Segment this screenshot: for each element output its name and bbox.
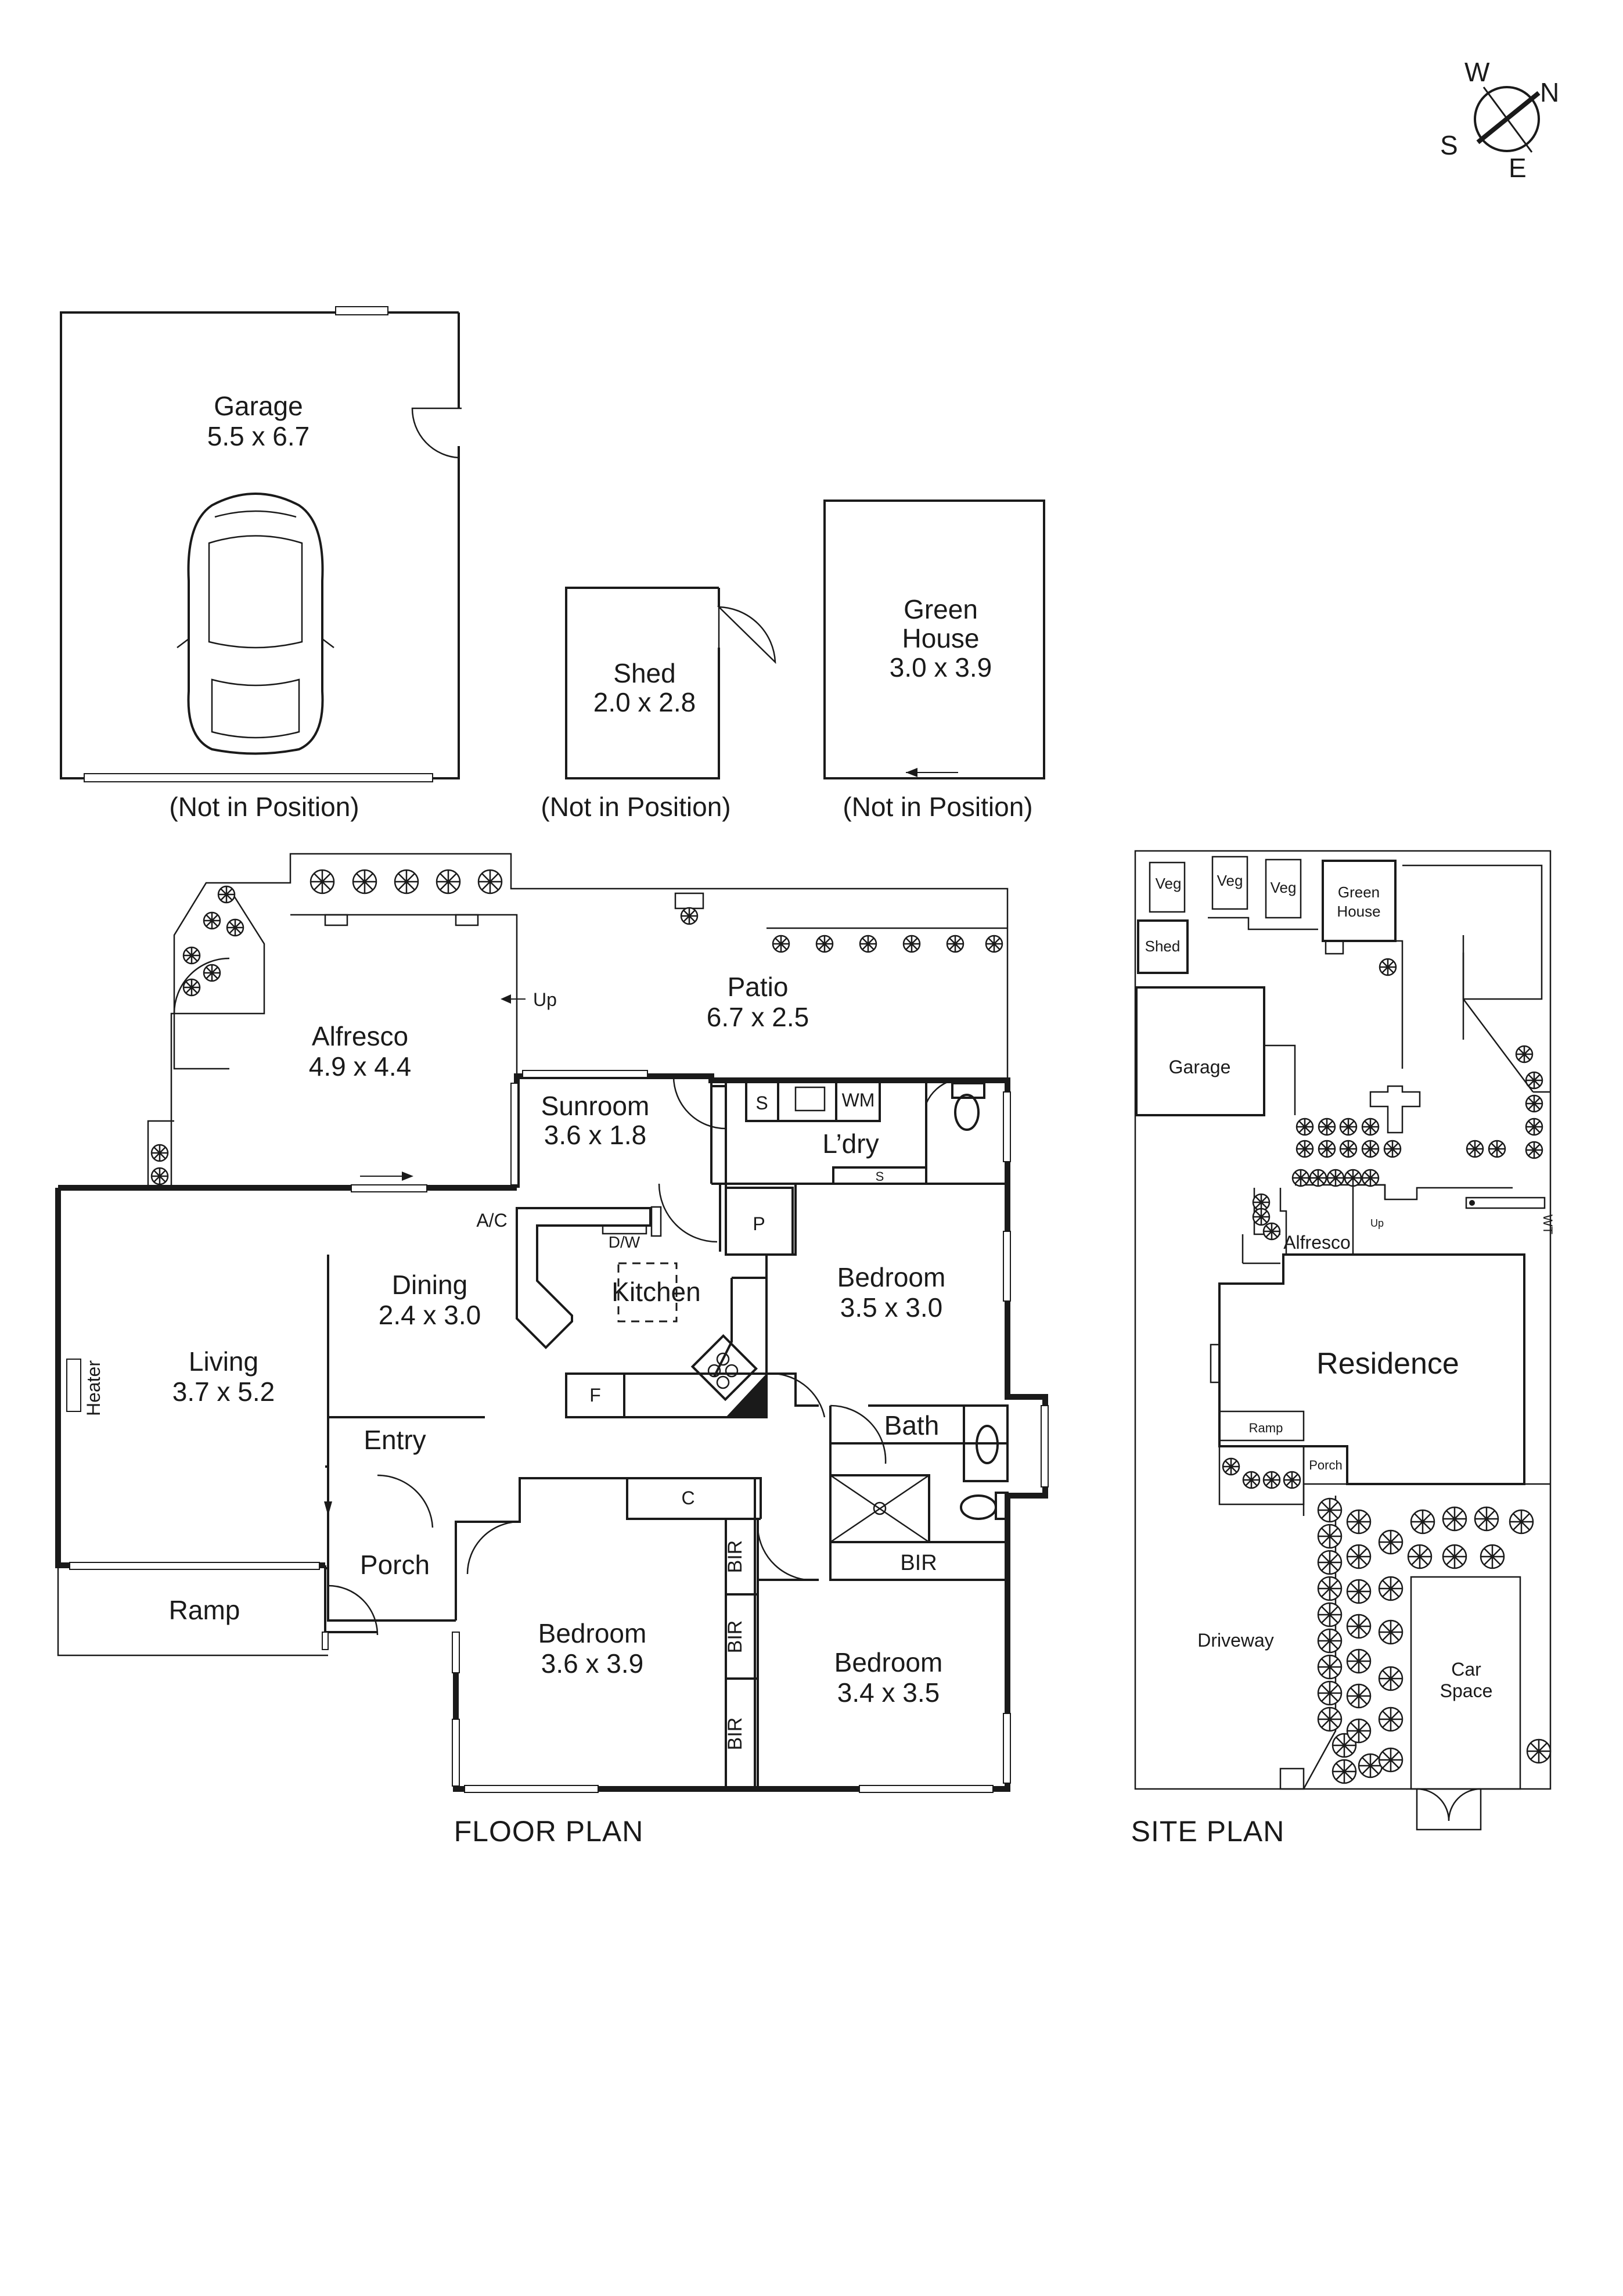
site-driveway: Driveway — [1197, 1630, 1274, 1651]
laundry-sink-label: S — [876, 1169, 884, 1184]
living-dim: 3.7 x 5.2 — [172, 1377, 275, 1407]
bir3-label: BIR — [724, 1717, 746, 1751]
bir2-label: BIR — [724, 1621, 746, 1654]
compass: W N S E — [1440, 57, 1559, 183]
ramp-name: Ramp — [169, 1595, 240, 1625]
kitchen-name: Kitchen — [611, 1277, 700, 1307]
bedroom3-dim: 3.4 x 3.5 — [837, 1677, 940, 1708]
site-wt: WT — [1541, 1215, 1555, 1234]
site-porch: Porch — [1309, 1458, 1342, 1472]
site-shed: Shed — [1145, 937, 1181, 955]
site-greenhouse-2: House — [1337, 903, 1380, 920]
greenhouse-name-1: Green — [904, 594, 978, 624]
patio-dim: 6.7 x 2.5 — [707, 1002, 809, 1032]
sunroom-name: Sunroom — [541, 1091, 650, 1121]
greenhouse-note: (Not in Position) — [843, 792, 1032, 822]
alfresco-name: Alfresco — [312, 1021, 408, 1051]
site-greenhouse-1: Green — [1338, 883, 1380, 901]
living-name: Living — [189, 1346, 258, 1377]
bedroom3-name: Bedroom — [834, 1647, 943, 1677]
shed-dim: 2.0 x 2.8 — [593, 687, 696, 717]
site-car-2: Space — [1440, 1680, 1493, 1701]
site-alfresco: Alfresco — [1283, 1232, 1351, 1253]
bedroom1-name: Bedroom — [837, 1262, 946, 1292]
site-up: Up — [1370, 1217, 1384, 1229]
porch-name: Porch — [360, 1550, 430, 1580]
bedroom2-dim: 3.6 x 3.9 — [541, 1648, 643, 1679]
greenhouse-dim: 3.0 x 3.9 — [890, 652, 992, 682]
bir1-label: BIR — [724, 1540, 746, 1573]
patio-name: Patio — [728, 972, 789, 1002]
site-ramp: Ramp — [1249, 1421, 1283, 1435]
floor-plan-title: FLOOR PLAN — [454, 1815, 644, 1848]
fridge-label: F — [589, 1385, 601, 1406]
dining-dim: 2.4 x 3.0 — [379, 1300, 481, 1330]
greenhouse-name-2: House — [902, 623, 980, 653]
site-car-1: Car — [1451, 1659, 1481, 1680]
site-residence: Residence — [1316, 1347, 1459, 1381]
garage-outbuilding: Garage 5.5 x 6.7 (Not in Position) — [60, 306, 462, 822]
garage-name: Garage — [214, 391, 303, 421]
heater-label: Heater — [83, 1360, 104, 1416]
shed-name: Shed — [613, 658, 675, 688]
laundry-s-label: S — [755, 1093, 768, 1113]
bedroom1-dim: 3.5 x 3.0 — [840, 1292, 942, 1323]
site-veg3: Veg — [1271, 879, 1297, 896]
sunroom-dim: 3.6 x 1.8 — [544, 1120, 646, 1150]
shed-note: (Not in Position) — [541, 792, 730, 822]
greenhouse-outbuilding: Green House 3.0 x 3.9 (Not in Position) — [823, 500, 1045, 822]
dining-name: Dining — [392, 1270, 467, 1300]
site-garage: Garage — [1169, 1057, 1231, 1077]
car-icon — [177, 493, 334, 755]
laundry-wm-label: WM — [842, 1090, 875, 1111]
bath-name: Bath — [884, 1410, 940, 1440]
alfresco-dim: 4.9 x 4.4 — [309, 1051, 411, 1081]
garage-note: (Not in Position) — [169, 792, 359, 822]
floor-plan: Alfresco 4.9 x 4.4 Patio 6.7 x 2.5 Up Su… — [55, 853, 1049, 1848]
shed-outbuilding: Shed 2.0 x 2.8 (Not in Position) — [541, 587, 776, 822]
compass-w: W — [1464, 57, 1490, 87]
dw-label: D/W — [609, 1233, 640, 1251]
compass-n: N — [1540, 77, 1559, 107]
site-plan-title: SITE PLAN — [1131, 1815, 1285, 1848]
cupboard-label: C — [681, 1487, 694, 1508]
up-label: Up — [533, 989, 557, 1010]
site-veg1: Veg — [1156, 875, 1182, 892]
entry-name: Entry — [364, 1425, 426, 1455]
pantry-label: P — [753, 1213, 765, 1234]
driveway-hedge — [1317, 1497, 1552, 1784]
garage-dim: 5.5 x 6.7 — [207, 421, 310, 451]
site-veg2: Veg — [1217, 872, 1243, 889]
compass-e: E — [1509, 153, 1527, 183]
ac-label: A/C — [476, 1210, 507, 1231]
bedroom2-name: Bedroom — [538, 1618, 647, 1648]
compass-s: S — [1440, 130, 1458, 160]
site-plan: Veg Veg Veg Green House Shed Garage Alfr… — [1131, 850, 1555, 1848]
laundry-name: L’dry — [822, 1129, 879, 1159]
bir-main-label: BIR — [900, 1551, 937, 1575]
